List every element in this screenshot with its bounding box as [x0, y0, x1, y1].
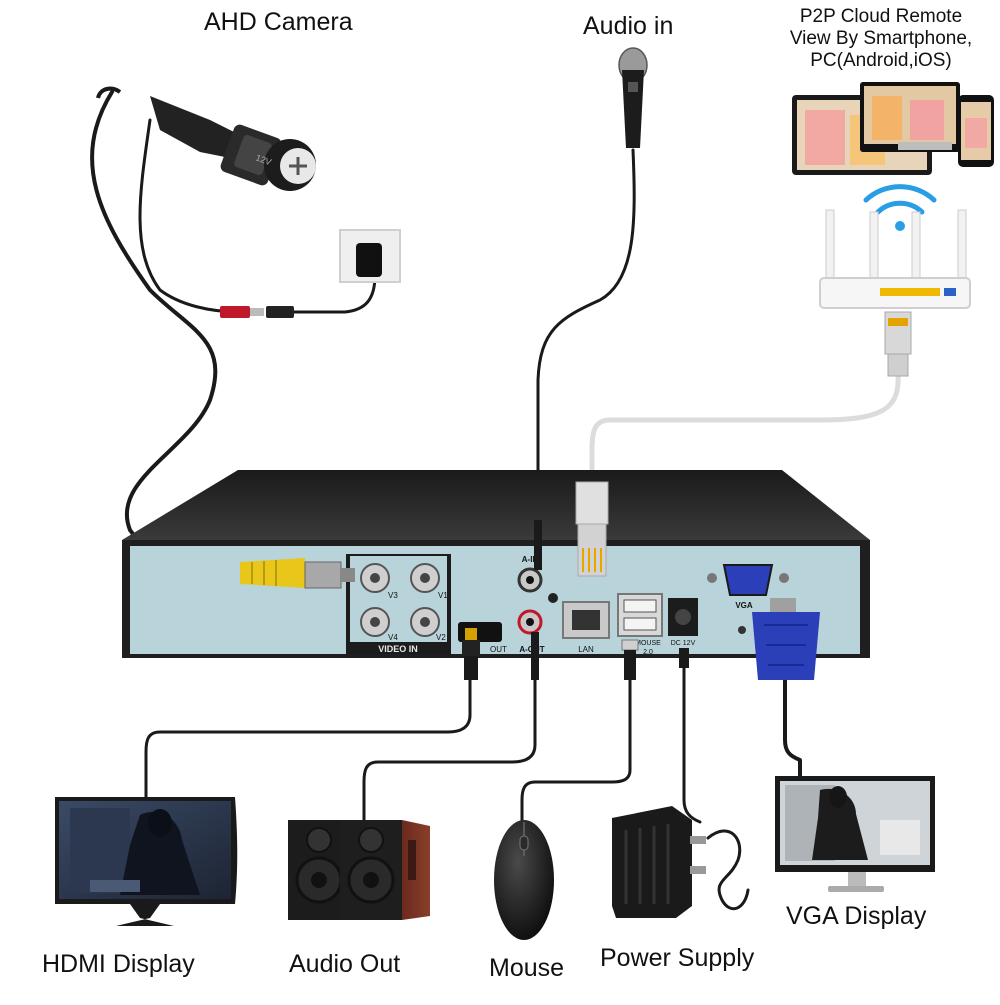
vga-cable	[783, 678, 802, 780]
mouse-cable	[520, 678, 632, 830]
mic-cable	[536, 148, 636, 542]
p2p-line-3: PC(Android,iOS)	[810, 50, 952, 71]
dc-power-port: DC 12V	[668, 598, 698, 668]
usb-version-label: 2.0	[643, 649, 653, 656]
vga-monitor	[775, 776, 935, 892]
power-adapter	[612, 806, 706, 918]
dc-label: DC 12V	[671, 640, 696, 647]
audio-out-cable	[362, 678, 537, 822]
hdmi-cable	[144, 678, 472, 802]
mouse-device	[494, 820, 554, 940]
vga-display-label: VGA Display	[786, 902, 927, 930]
lan-cable	[589, 372, 901, 488]
lan-rj45-plug	[575, 481, 609, 577]
v2-label: V2	[436, 633, 446, 642]
a-in-label: A-IN	[522, 555, 539, 564]
camera-power-cable	[138, 118, 242, 314]
p2p-cloud-label: P2P Cloud Remote View By Smartphone, PC(…	[766, 6, 996, 72]
vga-port: VGA	[707, 564, 789, 634]
ahd-camera-label: AHD Camera	[204, 8, 353, 36]
p2p-line-2: View By Smartphone,	[789, 28, 973, 49]
v4-label: V4	[388, 633, 398, 642]
v3-label: V3	[388, 591, 398, 600]
usb-plug	[621, 639, 639, 680]
power-cable	[682, 663, 702, 824]
usb-ports: MOUSE 2.0	[617, 593, 663, 656]
ahd-camera: 12V	[96, 86, 316, 191]
microphone	[618, 47, 648, 148]
wall-adapter	[339, 229, 401, 283]
lan-label: LAN	[578, 645, 594, 654]
lan-port: LAN	[562, 601, 610, 654]
dc-connector	[220, 306, 294, 318]
wifi-router	[819, 209, 971, 309]
speakers	[288, 820, 430, 920]
mouse-label: Mouse	[489, 954, 565, 982]
wifi-icon	[863, 184, 937, 231]
power-cable-tail	[706, 829, 750, 911]
dvr-top-cover	[122, 470, 870, 540]
mouse-usb-label: MOUSE	[635, 640, 661, 647]
hdmi-display-label: HDMI Display	[42, 950, 195, 978]
router-rj45-plug	[884, 311, 912, 377]
vga-plug	[752, 598, 820, 680]
video-in-label: VIDEO IN	[378, 644, 418, 654]
p2p-line-1: P2P Cloud Remote	[799, 6, 963, 27]
video-in-block: V3 V1 V4 V2 VIDEO IN	[346, 554, 451, 654]
audio-out-label: Audio Out	[289, 950, 401, 978]
bnc-yellow-connector	[240, 558, 355, 589]
power-supply-label: Power Supply	[600, 944, 755, 972]
dvr-recorder: V3 V1 V4 V2 VIDEO IN OUT	[122, 470, 870, 680]
hdmi-plug	[462, 628, 480, 680]
hdmi-monitor	[55, 797, 238, 926]
hdmi-out-label: OUT	[490, 645, 507, 654]
audio-jacks: A-IN A-OUT	[517, 520, 558, 680]
v1-label: V1	[438, 591, 448, 600]
remote-devices	[792, 82, 994, 175]
audio-in-label: Audio in	[583, 12, 674, 40]
vga-port-label: VGA	[735, 601, 753, 610]
